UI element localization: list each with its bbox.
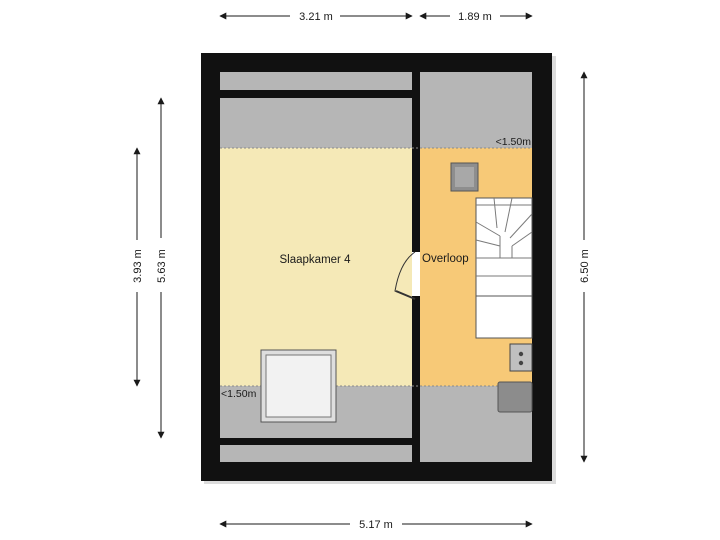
- door-leaf: [395, 290, 416, 300]
- stair-rail: [475, 295, 533, 339]
- landing-skylight-glass: [455, 167, 474, 187]
- bedroom-floor: [220, 148, 412, 386]
- inner-wall-top: [220, 90, 416, 98]
- dim-bottom: 5.17 m: [359, 519, 393, 531]
- dim-right: 6.50 m: [579, 249, 591, 283]
- dim-top-left: 3.21 m: [299, 11, 333, 23]
- room-label-landing: Overloop: [422, 253, 469, 265]
- door-jamb-bottom: [412, 296, 420, 299]
- boiler-unit: [497, 381, 533, 413]
- skylight-glass: [265, 354, 332, 418]
- door-swing-arc: [394, 251, 416, 300]
- interior-left-top-strip: [220, 72, 412, 90]
- annotation-low-height-bedroom: <1.50m: [221, 388, 257, 400]
- fixture-knob-2: [518, 360, 524, 366]
- interior-right-sloped-top: [420, 72, 532, 148]
- interior-left-sloped-top: [220, 98, 412, 148]
- dim-left-outer: 5.63 m: [156, 249, 168, 283]
- interior-left-bottom-strip: [220, 445, 412, 462]
- dim-left-inner: 3.93 m: [132, 249, 144, 283]
- wall-fixture: [509, 343, 533, 372]
- door-opening: [412, 249, 420, 299]
- fixture-knob-1: [518, 351, 524, 357]
- annotation-low-height-landing: <1.50m: [496, 136, 532, 148]
- door-jamb-top: [412, 249, 420, 252]
- room-label-bedroom: Slaapkamer 4: [280, 254, 352, 266]
- inner-wall-bottom: [220, 438, 416, 445]
- staircase-steps: [475, 197, 533, 297]
- dim-top-right: 1.89 m: [458, 11, 492, 23]
